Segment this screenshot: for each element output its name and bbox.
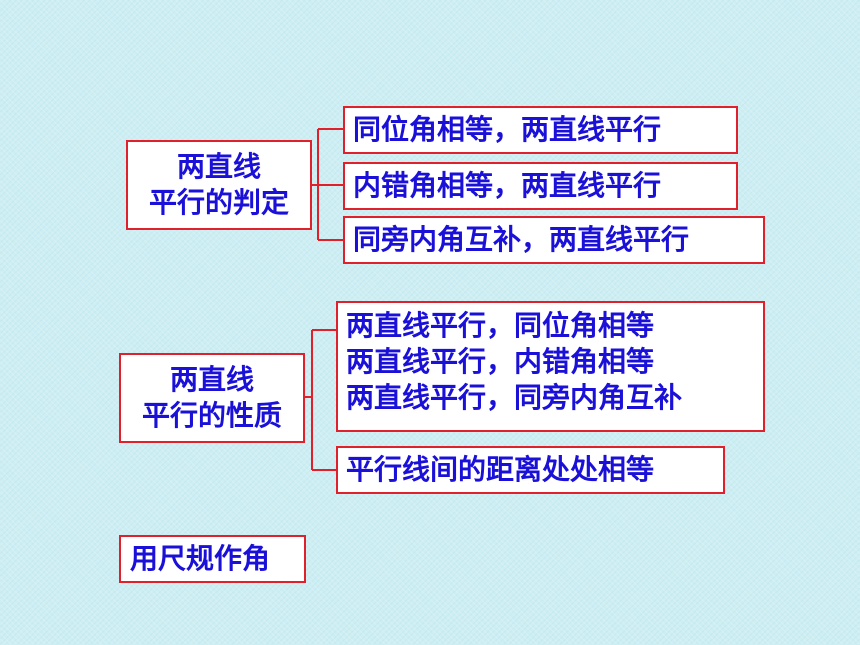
property-extra-text: 平行线间的距离处处相等 — [346, 453, 655, 486]
construction-box: 用尺规作角 — [119, 535, 306, 583]
construction-text: 用尺规作角 — [130, 542, 271, 575]
property-title-line1: 两直线 — [169, 363, 254, 396]
judgement-item-alternate: 内错角相等，两直线平行 — [343, 162, 738, 210]
judgement-title-box: 两直线 平行的判定 — [126, 140, 312, 230]
property-items-box: 两直线平行，同位角相等 两直线平行，内错角相等 两直线平行，同旁内角互补 — [336, 301, 765, 432]
property-item-corresponding: 两直线平行，同位角相等 — [346, 309, 655, 342]
judgement-item-corresponding: 同位角相等，两直线平行 — [343, 106, 738, 154]
property-item-cointerior: 两直线平行，同旁内角互补 — [346, 381, 683, 414]
judgement-item-cointerior: 同旁内角互补，两直线平行 — [343, 216, 765, 264]
property-title-line2: 平行的性质 — [141, 399, 282, 432]
property-extra-box: 平行线间的距离处处相等 — [336, 446, 725, 494]
property-item-alternate: 两直线平行，内错角相等 — [346, 345, 655, 378]
judgement-title-line2: 平行的判定 — [148, 186, 289, 219]
property-title-box: 两直线 平行的性质 — [119, 353, 305, 443]
judgement-title-line1: 两直线 — [176, 150, 261, 183]
